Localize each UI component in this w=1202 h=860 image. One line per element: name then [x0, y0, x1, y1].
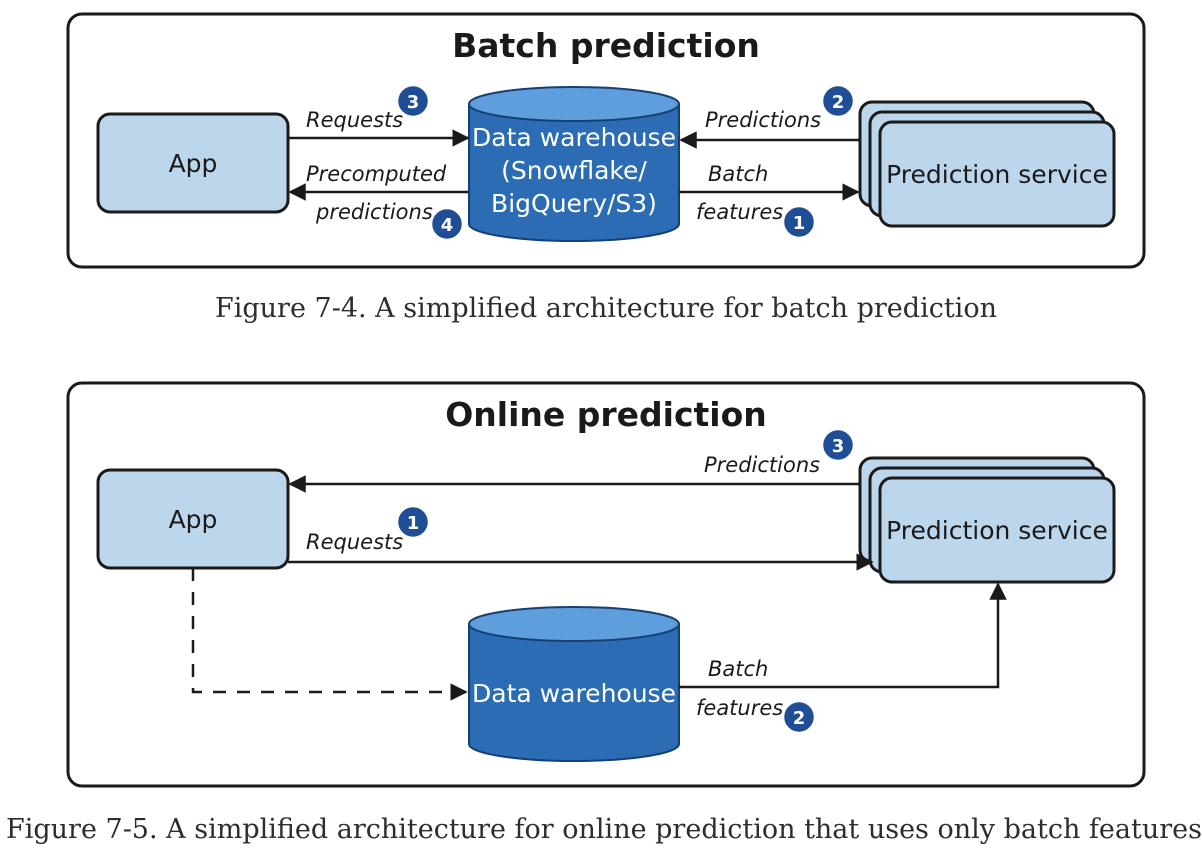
batch-features-label-line2: features: [696, 200, 783, 224]
batch-prediction-diagram: Batch prediction App Data warehouse (Sno…: [66, 12, 1146, 269]
online-features-arrow: [679, 582, 1007, 689]
online-service-box-front: [878, 476, 1116, 584]
svg-text:4: 4: [441, 215, 454, 236]
batch-warehouse-top: [468, 86, 680, 122]
online-warehouse-top: [468, 606, 680, 642]
online-app-label: App: [169, 505, 218, 534]
figure-7-4-caption: Figure 7-4. A simplified architecture fo…: [215, 293, 997, 324]
batch-precomputed-label-line2: predictions: [315, 200, 433, 224]
figure-7-5-caption: Figure 7-5. A simplified architecture fo…: [6, 814, 1202, 845]
online-diagram-title: Online prediction: [445, 395, 767, 434]
batch-step-badge-precomputed: 4: [429, 206, 465, 242]
online-warehouse-label: Data warehouse: [472, 679, 676, 708]
batch-features-label-line1: Batch: [708, 162, 768, 186]
online-features-label-line2: features: [696, 696, 783, 720]
batch-service-box-front: [878, 120, 1116, 228]
batch-predictions-label: Predictions: [705, 108, 821, 132]
batch-app-node: App: [96, 112, 290, 214]
batch-step-badge-requests: 3: [395, 83, 431, 119]
online-service-node: Prediction service: [858, 456, 1116, 584]
svg-text:3: 3: [407, 92, 420, 113]
batch-warehouse-label-line1: Data warehouse: [472, 123, 676, 152]
online-warehouse-node: Data warehouse: [468, 606, 680, 762]
online-service-label: Prediction service: [886, 516, 1108, 545]
batch-warehouse-body: [468, 103, 680, 242]
batch-app-label: App: [169, 149, 218, 178]
online-warehouse-body: [468, 623, 680, 762]
batch-warehouse-label-line2: (Snowflake/: [501, 156, 647, 185]
batch-app-box: [96, 112, 290, 214]
online-step-badge-requests: 1: [395, 504, 431, 540]
batch-warehouse-label-line3: BigQuery/S3): [491, 189, 657, 218]
online-step-badge-predictions: 3: [820, 427, 856, 463]
online-requests-label: Requests: [306, 530, 403, 554]
batch-diagram-title: Batch prediction: [452, 26, 760, 65]
svg-text:2: 2: [832, 92, 845, 113]
online-app-node: App: [96, 468, 290, 570]
online-predictions-label: Predictions: [704, 453, 820, 477]
batch-service-label: Prediction service: [886, 160, 1108, 189]
svg-text:1: 1: [407, 513, 420, 534]
online-app-to-warehouse-dashed-arrow: [191, 568, 468, 701]
batch-warehouse-node: Data warehouse (Snowflake/ BigQuery/S3): [468, 86, 680, 242]
batch-requests-label: Requests: [306, 108, 403, 132]
svg-text:1: 1: [793, 213, 806, 234]
batch-step-badge-features: 1: [781, 204, 817, 240]
online-prediction-diagram: Online prediction App Prediction service…: [66, 381, 1146, 788]
batch-step-badge-predictions: 2: [820, 83, 856, 119]
batch-service-node: Prediction service: [858, 100, 1116, 228]
batch-precomputed-label-line1: Precomputed: [306, 162, 447, 186]
online-features-label-line1: Batch: [708, 657, 768, 681]
svg-text:2: 2: [793, 708, 806, 729]
online-step-badge-features: 2: [781, 699, 817, 735]
svg-text:3: 3: [832, 436, 845, 457]
